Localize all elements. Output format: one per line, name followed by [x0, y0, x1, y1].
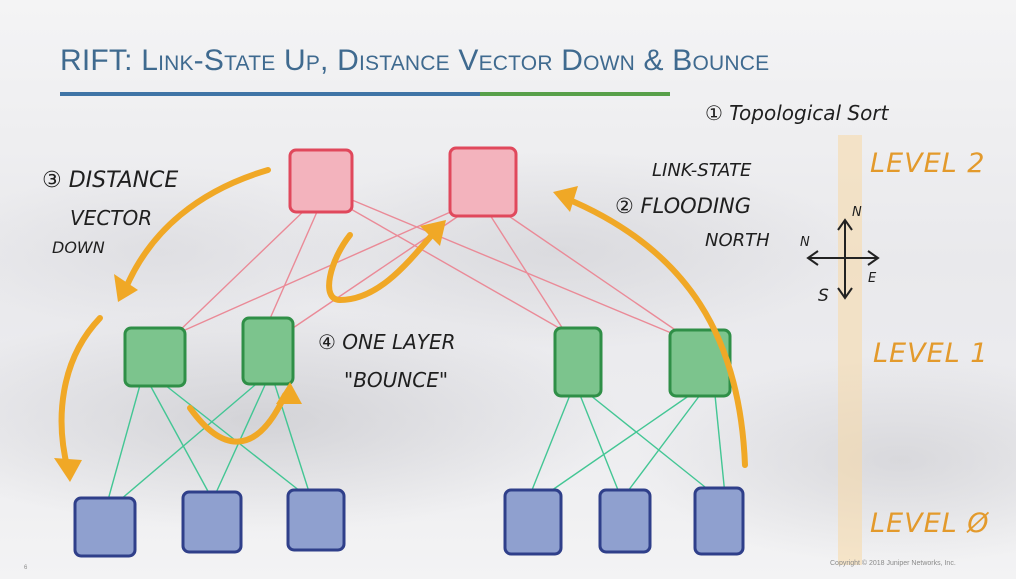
level0-node: [73, 496, 137, 558]
topological-sort-label: ① Topological Sort: [705, 101, 889, 125]
arrow-flooding-north: [562, 195, 748, 468]
flow-arrows: [58, 167, 748, 473]
level1-node: [241, 316, 295, 386]
level0-node: [598, 488, 652, 554]
lower-links: [107, 384, 726, 501]
arrow-bounce: [187, 392, 288, 445]
level1-node: [553, 326, 603, 398]
level2-node: [288, 148, 354, 214]
compass-east: E: [868, 271, 877, 286]
level1-nodes: [123, 316, 732, 398]
page-number: 6: [24, 565, 28, 571]
bounce-label-2: "BOUNCE": [344, 368, 449, 392]
level0-nodes: [73, 486, 745, 558]
title-underline-green: [480, 92, 670, 96]
arrow-heads: [54, 186, 578, 482]
level2-label: LEVEL 2: [870, 148, 986, 179]
level0-node: [181, 490, 243, 554]
level0-node: [503, 488, 563, 556]
level0-node: [693, 486, 745, 556]
distance-vector-label-2: VECTOR: [70, 206, 153, 230]
level0-node: [286, 488, 346, 552]
distance-vector-label-1: ③ DISTANCE: [42, 168, 179, 193]
distance-vector-label-3: DOWN: [52, 238, 105, 257]
level2-nodes: [288, 146, 518, 218]
level1-node: [123, 326, 187, 388]
compass-north: N: [852, 205, 862, 220]
level2-node: [448, 146, 518, 218]
link-state-label-2: ② FLOODING: [615, 194, 752, 218]
copyright-text: Copyright © 2018 Juniper Networks, Inc.: [830, 560, 956, 567]
arrow-head: [114, 274, 138, 302]
compass-west: N: [800, 235, 810, 250]
arrow-head: [276, 382, 302, 404]
level0-label: LEVEL Ø: [870, 508, 990, 539]
level1-label: LEVEL 1: [873, 338, 989, 369]
upper-links: [174, 194, 701, 346]
arrow-head: [420, 220, 446, 246]
title-underline-blue: [60, 92, 480, 96]
compass-south: S: [818, 286, 829, 306]
link-state-label-3: NORTH: [705, 230, 770, 251]
arrow-bounce-up: [326, 225, 441, 304]
arrow-down-to-level0: [58, 315, 103, 473]
link-state-label-1: LINK-STATE: [652, 160, 752, 181]
bounce-label-1: ④ ONE LAYER: [318, 330, 456, 354]
level-strip: [838, 135, 862, 565]
arrow-distance-vector-down: [122, 167, 271, 293]
arrow-head: [54, 458, 82, 482]
slide-title: RIFT: Link-State Up, Distance Vector Dow…: [60, 44, 770, 77]
compass-icon: [806, 218, 880, 300]
arrow-head: [553, 186, 578, 212]
